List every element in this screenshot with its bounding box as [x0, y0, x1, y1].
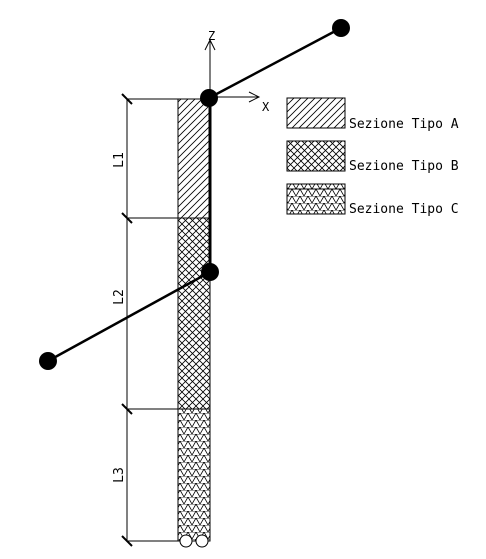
segment-label-l1: L1 — [112, 152, 127, 168]
legend-label-c: Sezione Tipo C — [349, 202, 459, 217]
frame-lines — [47, 26, 342, 363]
node-top-right — [332, 19, 350, 37]
dimension-line — [121, 93, 178, 547]
legend-label-b: Sezione Tipo B — [349, 159, 459, 174]
node-middle — [201, 263, 219, 281]
pile-segment-a — [177, 98, 211, 219]
pile-segment-c — [177, 408, 211, 542]
segment-label-l3: L3 — [112, 467, 127, 483]
pile-tip — [179, 534, 209, 548]
legend: Sezione Tipo A Sezione Tipo B Sezione Ti… — [286, 97, 459, 217]
segment-label-l2: L2 — [112, 289, 127, 305]
axis-label-z: Z — [208, 29, 215, 43]
axis-system: Z X — [204, 29, 270, 114]
legend-swatch-b — [286, 140, 346, 172]
pile-segment-b — [177, 217, 211, 410]
legend-label-a: Sezione Tipo A — [349, 117, 459, 132]
axis-label-x: X — [262, 100, 270, 114]
node-bottom-left — [39, 352, 57, 370]
legend-swatch-a — [286, 97, 346, 129]
node-head — [200, 89, 218, 107]
